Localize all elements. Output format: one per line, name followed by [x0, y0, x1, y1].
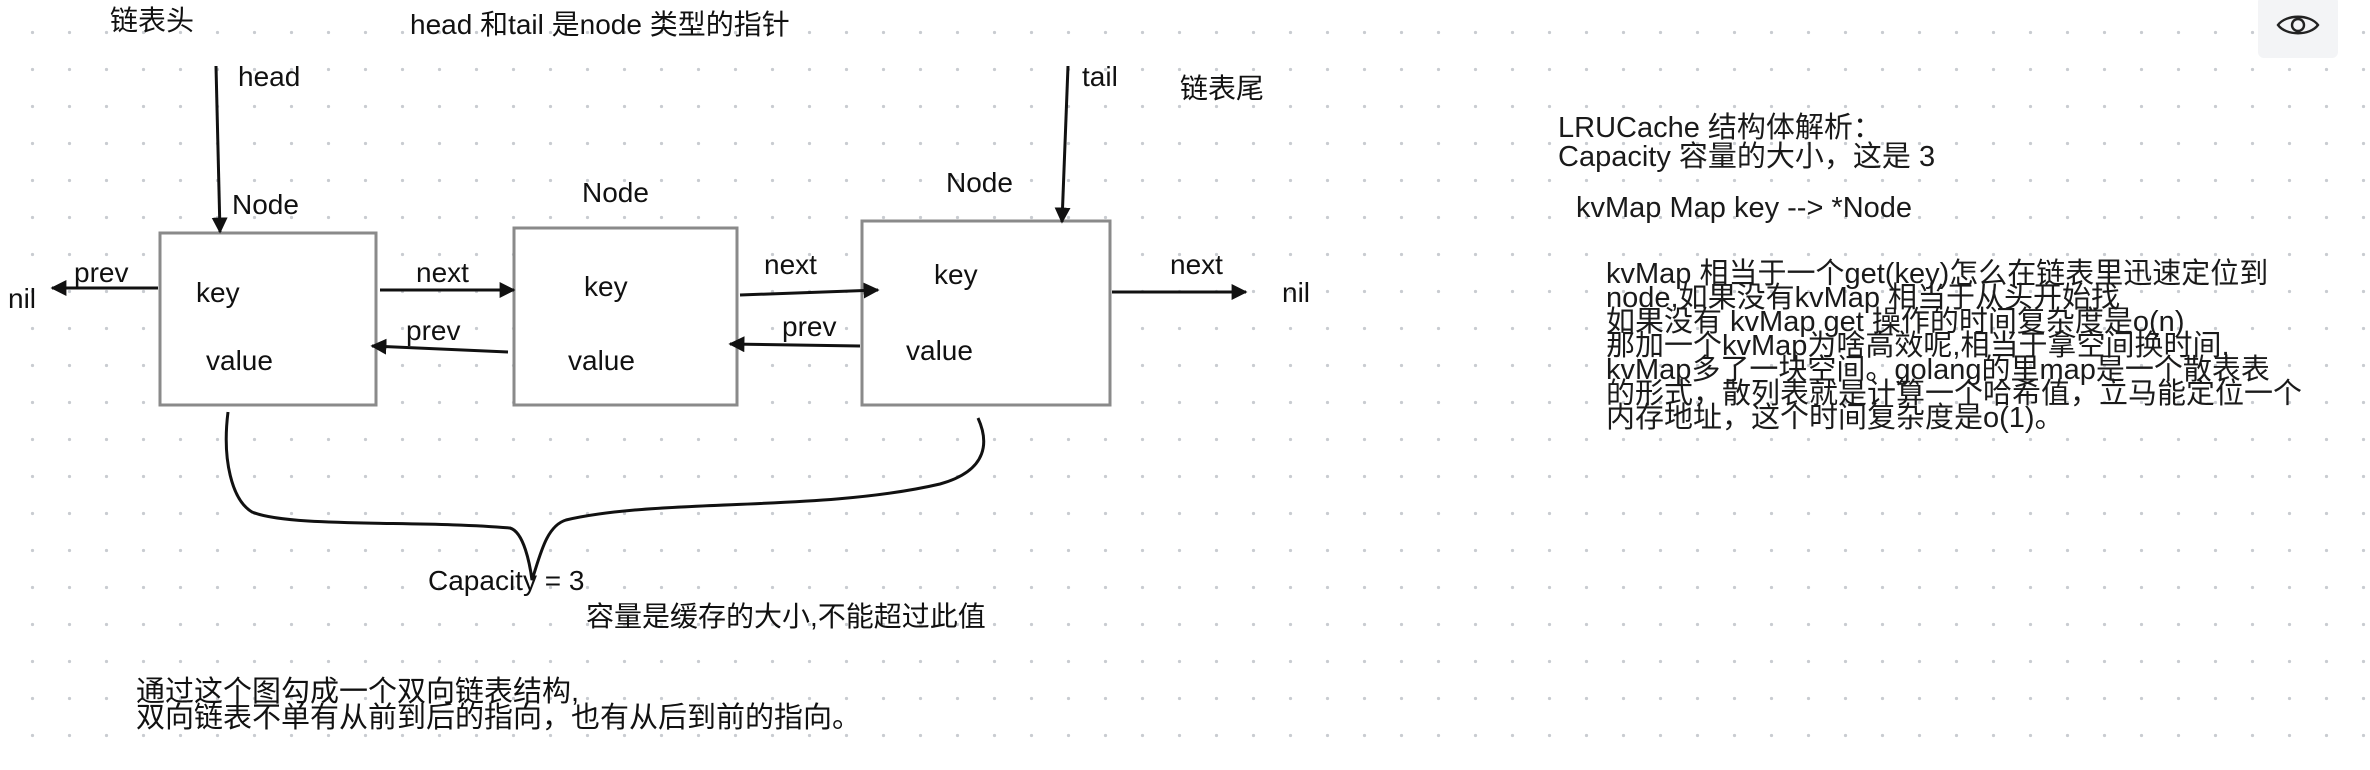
summary-line-1: 通过这个图勾成一个双向链表结构, — [136, 676, 580, 708]
node-1-box — [158, 231, 378, 407]
node-1-value: value — [206, 345, 273, 376]
view-toggle-button[interactable] — [2258, 0, 2338, 58]
explanation-paragraph-line: kvMap 相当于一个get(key)怎么在链表里迅速定位到 — [1606, 258, 2269, 290]
prev-to-nil-label: prev — [74, 257, 129, 288]
explanation-kvmap-line: kvMap Map key --> *Node — [1576, 192, 1913, 224]
explanation-paragraph: kvMap 相当于一个get(key)怎么在链表里迅速定位到 node,如果没有… — [1606, 258, 2303, 434]
node-3-title: Node — [946, 167, 1013, 198]
next-1-2-label: next — [416, 257, 469, 288]
capacity-note: 容量是缓存的大小,不能超过此值 — [586, 601, 986, 632]
prev-3-2-arrow — [728, 336, 861, 353]
explanation-paragraph-line: 的形式，散列表就是计算一个哈希值，立马能定位一个 — [1606, 378, 2303, 410]
explanation-paragraph-line: kvMap多了一块空间。golang的里map是一个散表表 — [1606, 354, 2270, 386]
head-pointer-arrow — [211, 65, 228, 234]
node-1-key: key — [196, 277, 240, 308]
next-2-3-arrow — [739, 282, 880, 299]
capacity-brace — [224, 411, 986, 581]
explanation-panel: LRUCache 结构体解析： Capacity 容量的大小，这是 3 kvMa… — [1558, 112, 1935, 225]
capacity-label: Capacity = 3 — [428, 565, 585, 596]
nil-right-label: nil — [1282, 277, 1311, 308]
node-2-box — [512, 226, 739, 407]
explanation-paragraph-line: 那加一个kvMap为啥高效呢,相当于拿空间换时间, — [1606, 330, 2230, 362]
explanation-paragraph-line: node,如果没有kvMap 相当于从头开始找 — [1606, 282, 2121, 314]
prev-2-1-label: prev — [406, 315, 461, 346]
nil-left-label: nil — [8, 283, 37, 314]
pointer-type-note: head 和tail 是node 类型的指针 — [410, 9, 790, 40]
node-2-title: Node — [582, 177, 649, 208]
explanation-paragraph-line: 内存地址，这个时间复杂度是o(1)。 — [1606, 402, 2064, 434]
node-3-box — [860, 219, 1112, 407]
eye-icon — [2276, 12, 2320, 43]
node-3-value: value — [906, 335, 973, 366]
explanation-paragraph-line: 如果没有 kvMap get 操作的时间复杂度是o(n) — [1606, 306, 2185, 338]
node-2-key: key — [584, 271, 628, 302]
node-1-title: Node — [232, 189, 299, 220]
prev-2-1-arrow — [370, 338, 509, 355]
summary-line-2: 双向链表不单有从前到后的指向，也有从后到前的指向。 — [136, 702, 862, 734]
tail-pointer-label: tail — [1082, 61, 1118, 92]
next-2-3-label: next — [764, 249, 817, 280]
next-to-nil-label: next — [1170, 249, 1223, 280]
tail-title-label: 链表尾 — [1180, 73, 1265, 104]
node-3-key: key — [934, 259, 978, 290]
explanation-heading: LRUCache 结构体解析： — [1558, 112, 1882, 144]
prev-3-2-label: prev — [782, 311, 837, 342]
explanation-capacity-line: Capacity 容量的大小，这是 3 — [1558, 141, 1936, 173]
head-title-label: 链表头 — [110, 5, 195, 36]
tail-pointer-arrow — [1054, 65, 1071, 224]
node-2-value: value — [568, 345, 635, 376]
head-pointer-label: head — [238, 61, 301, 92]
